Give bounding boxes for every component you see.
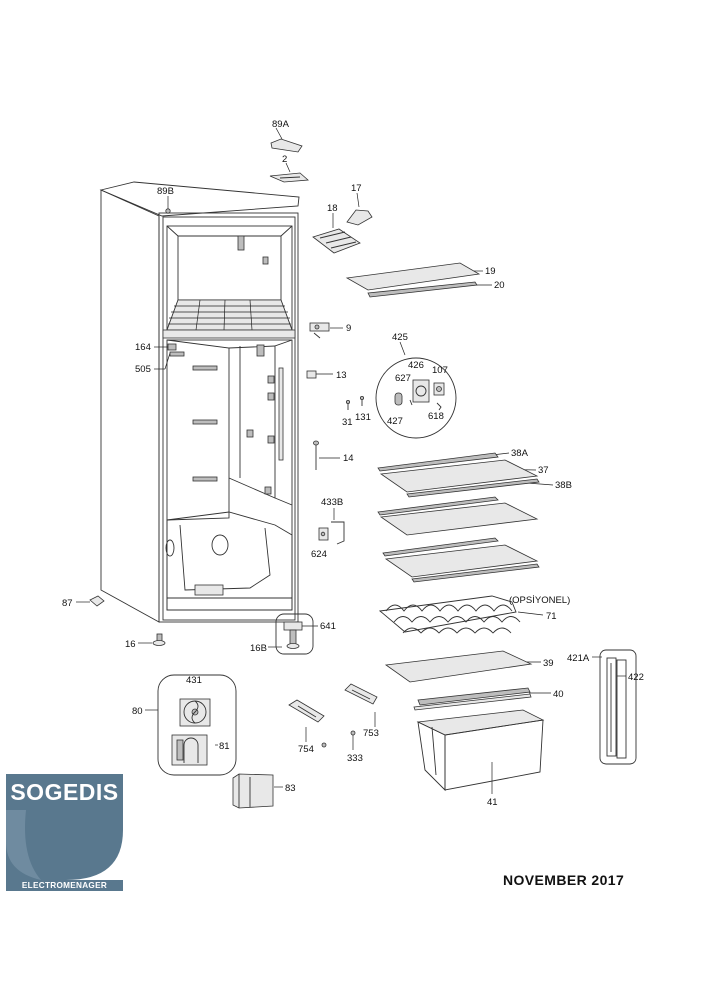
part-20-shelf-trim	[367, 281, 478, 298]
label-431: 431	[186, 675, 202, 686]
label-433B: 433B	[321, 497, 343, 508]
part-41-crisper-drawer	[416, 709, 545, 792]
label-41: 41	[487, 797, 498, 808]
part-164-505-vent	[167, 343, 185, 357]
label-17: 17	[351, 183, 362, 194]
part-17-ice-scraper	[346, 209, 373, 226]
part-433b-624-bracket	[318, 521, 345, 545]
label-618: 618	[428, 411, 444, 422]
label-80: 80	[132, 706, 143, 717]
label-89B: 89B	[157, 186, 174, 197]
label-422: 422	[628, 672, 644, 683]
logo-brand-text: SOGEDIS	[6, 774, 123, 810]
label-38A: 38A	[511, 448, 529, 459]
label-37: 37	[538, 465, 549, 476]
part-641-hinge-group	[275, 613, 314, 655]
footer-date: NOVEMBER 2017	[503, 872, 625, 888]
part-14-drain-tube	[313, 440, 319, 470]
label-14: 14	[343, 453, 354, 464]
part-89a-hinge-cover	[270, 138, 303, 153]
label-641: 641	[320, 621, 336, 632]
label-opsiyonel: (OPSİYONEL)	[509, 595, 570, 606]
part-753-bracket	[344, 683, 378, 705]
part-425-fan-group	[375, 357, 457, 439]
part-37-38-glass-shelf-top	[377, 452, 540, 498]
logo-tagline: ELECTROMENAGER	[6, 880, 123, 891]
label-624: 624	[311, 549, 327, 560]
refrigerator-cabinet	[99, 181, 300, 623]
callout-labels: 89A 2 89B 17 18 19 20 9 164 505 425 426 …	[62, 119, 644, 808]
label-19: 19	[485, 266, 496, 277]
label-16B: 16B	[250, 643, 267, 654]
label-754: 754	[298, 744, 314, 755]
label-89A: 89A	[272, 119, 290, 130]
label-426: 426	[408, 360, 424, 371]
label-627: 627	[395, 373, 411, 384]
part-glass-shelf-mid	[377, 496, 539, 536]
label-107: 107	[432, 365, 448, 376]
part-39-crisper-cover	[384, 650, 533, 683]
part-18-ice-tray	[312, 228, 361, 254]
label-13: 13	[336, 370, 347, 381]
label-2: 2	[282, 154, 287, 165]
label-87: 87	[62, 598, 73, 609]
label-16: 16	[125, 639, 136, 650]
part-87-door-stop	[89, 595, 105, 607]
label-131: 131	[355, 412, 371, 423]
part-71-wine-rack	[378, 595, 521, 634]
part-89b-screw	[165, 208, 171, 214]
logo-emblem: SOGEDIS	[6, 772, 123, 880]
label-31: 31	[342, 417, 353, 428]
label-38B: 38B	[555, 480, 572, 491]
part-40-cover-frame	[413, 687, 532, 711]
label-18: 18	[327, 203, 338, 214]
part-80-fan-motor-group	[157, 674, 237, 776]
part-16-leveling-foot	[152, 633, 166, 646]
part-19-glass-shelf	[345, 262, 481, 291]
label-427: 427	[387, 416, 403, 427]
logo-shape	[6, 810, 123, 880]
part-754-bracket	[288, 699, 325, 723]
label-81: 81	[219, 741, 230, 752]
part-31-131-screws	[345, 395, 364, 410]
label-9: 9	[346, 323, 351, 334]
part-13-lamp-holder	[306, 370, 317, 379]
label-164: 164	[135, 342, 151, 353]
label-40: 40	[553, 689, 564, 700]
label-83: 83	[285, 783, 296, 794]
label-39: 39	[543, 658, 554, 669]
part-glass-shelf-low	[382, 537, 540, 583]
part-9-thermostat	[309, 322, 330, 339]
label-71: 71	[546, 611, 557, 622]
part-333-screws	[321, 730, 356, 748]
label-333: 333	[347, 753, 363, 764]
label-753: 753	[363, 728, 379, 739]
part-421a-422-door-seal-group	[599, 649, 637, 765]
sogedis-logo: SOGEDIS ELECTROMENAGER	[6, 772, 123, 891]
part-2-top-hinge	[269, 172, 309, 183]
label-20: 20	[494, 280, 505, 291]
part-83-door-bin	[232, 773, 274, 809]
label-505: 505	[135, 364, 151, 375]
label-425: 425	[392, 332, 408, 343]
label-421A: 421A	[567, 653, 590, 664]
